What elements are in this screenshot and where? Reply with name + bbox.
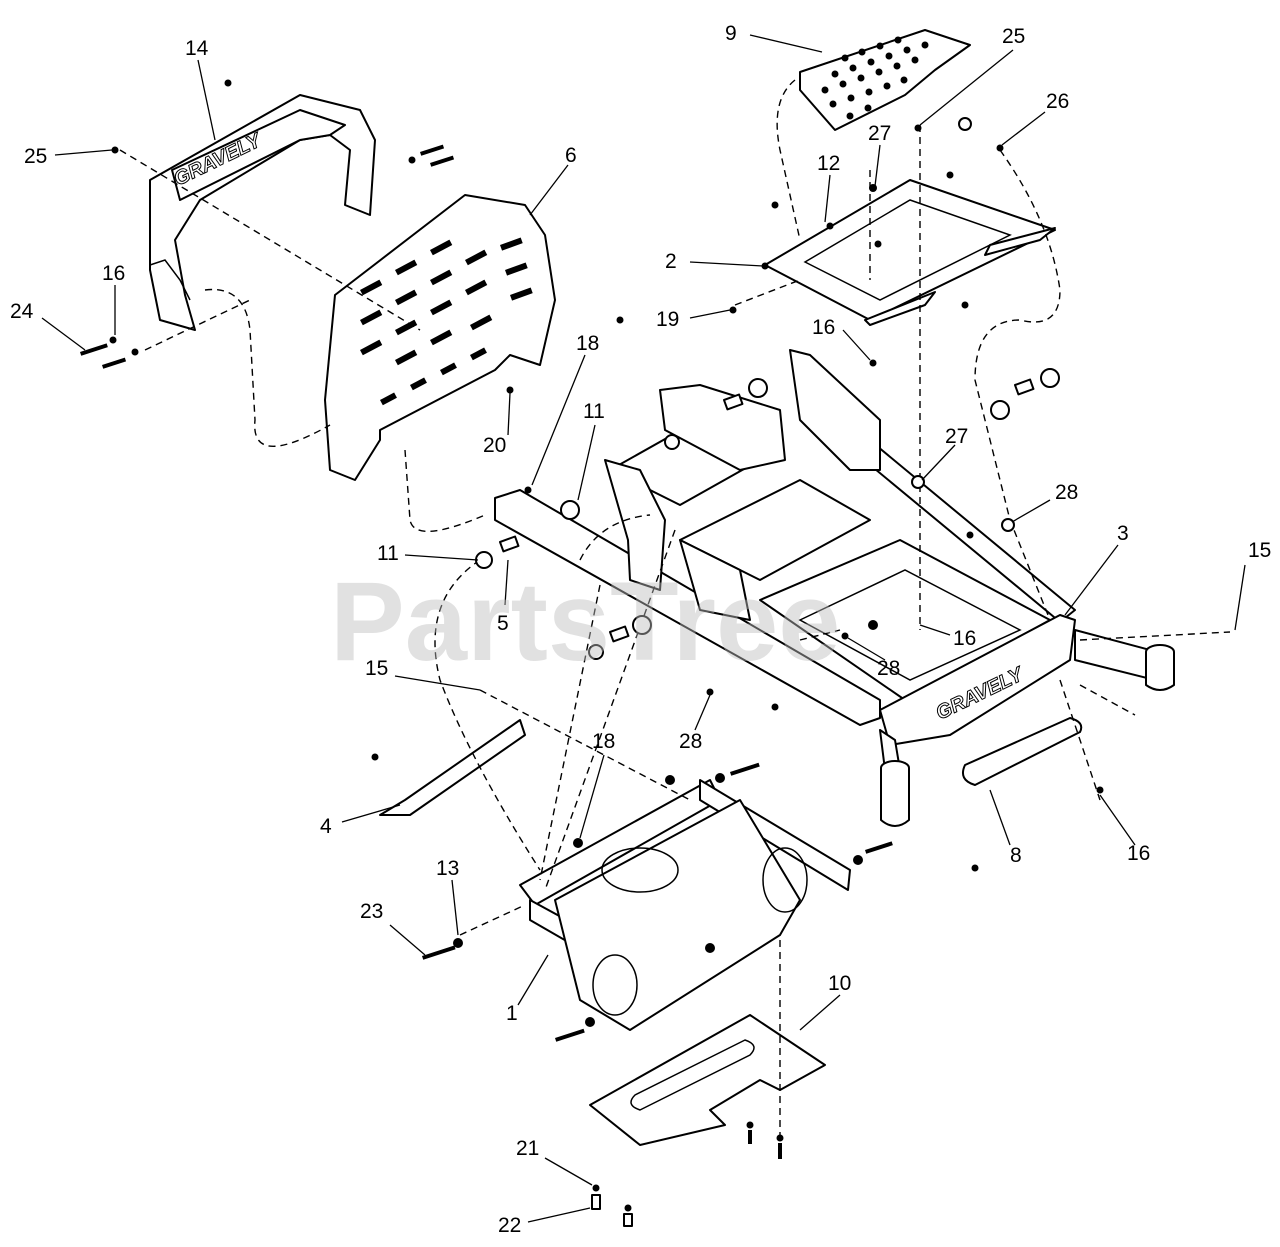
callout-20: 21	[516, 1137, 539, 1160]
callout-18b: 19	[656, 308, 679, 331]
callout-1: 1	[506, 1002, 518, 1025]
callout-9: 9	[725, 22, 737, 45]
leader-lines	[41, 34, 1246, 1223]
callout-28b: 28	[679, 730, 702, 753]
callout-labels: 14 25 16 24 6 9 25 26 27 12 2 19 16 20 1…	[10, 22, 1271, 1237]
callout-15a: 15	[1248, 539, 1271, 562]
callout-7: 14	[185, 37, 209, 60]
callout-6: 6	[565, 144, 577, 167]
callout-27a: 27	[945, 425, 968, 448]
callout-18a: 18	[576, 332, 599, 355]
part-4-side-bracket	[379, 719, 526, 816]
callout-2: 2	[665, 250, 677, 273]
callout-22: 23	[360, 900, 383, 923]
callout-16b: 16	[953, 627, 976, 650]
part-7-rear-guard	[149, 94, 376, 331]
part-1-sub-frame	[519, 779, 851, 1031]
callout-27b: 28	[1055, 481, 1078, 504]
callout-10: 10	[828, 972, 851, 995]
assembly-lines	[119, 79, 1231, 1135]
callout-11b: 11	[377, 542, 399, 565]
part-2-plate-frame	[764, 179, 1056, 326]
partstree-watermark: PartsTree	[330, 559, 841, 684]
callout-16a: 16	[812, 316, 835, 339]
callout-15b: 15	[365, 657, 388, 680]
callout-3: 3	[1117, 522, 1129, 545]
part-9-foot-plate	[799, 29, 971, 131]
callout-24: 25	[24, 145, 47, 168]
callout-26: 27	[868, 122, 891, 145]
callout-11a: 11	[583, 400, 605, 423]
part-3-main-frame	[494, 349, 1171, 771]
front-caster-left	[880, 760, 910, 827]
callout-25b: 26	[1046, 90, 1069, 113]
callout-28a: 28	[877, 657, 900, 680]
callout-23: 24	[10, 300, 34, 323]
callout-16c: 16	[1127, 842, 1150, 865]
callout-14: 16	[102, 262, 125, 285]
callout-5: 5	[497, 612, 509, 635]
callout-4: 4	[320, 815, 332, 838]
part-6-rear-panel	[324, 194, 556, 481]
callout-12: 12	[817, 152, 840, 175]
callout-21: 22	[498, 1214, 521, 1237]
hardware	[80, 79, 1104, 1227]
callout-25a: 25	[1002, 25, 1025, 48]
callout-19: 20	[483, 434, 506, 457]
callout-17: 18	[592, 730, 615, 753]
part-8-front-grip	[962, 717, 1083, 786]
callout-13: 13	[436, 857, 459, 880]
front-caster-right	[1145, 644, 1175, 691]
callout-8: 8	[1010, 844, 1022, 867]
part-10-bottom-plate	[589, 1014, 826, 1146]
